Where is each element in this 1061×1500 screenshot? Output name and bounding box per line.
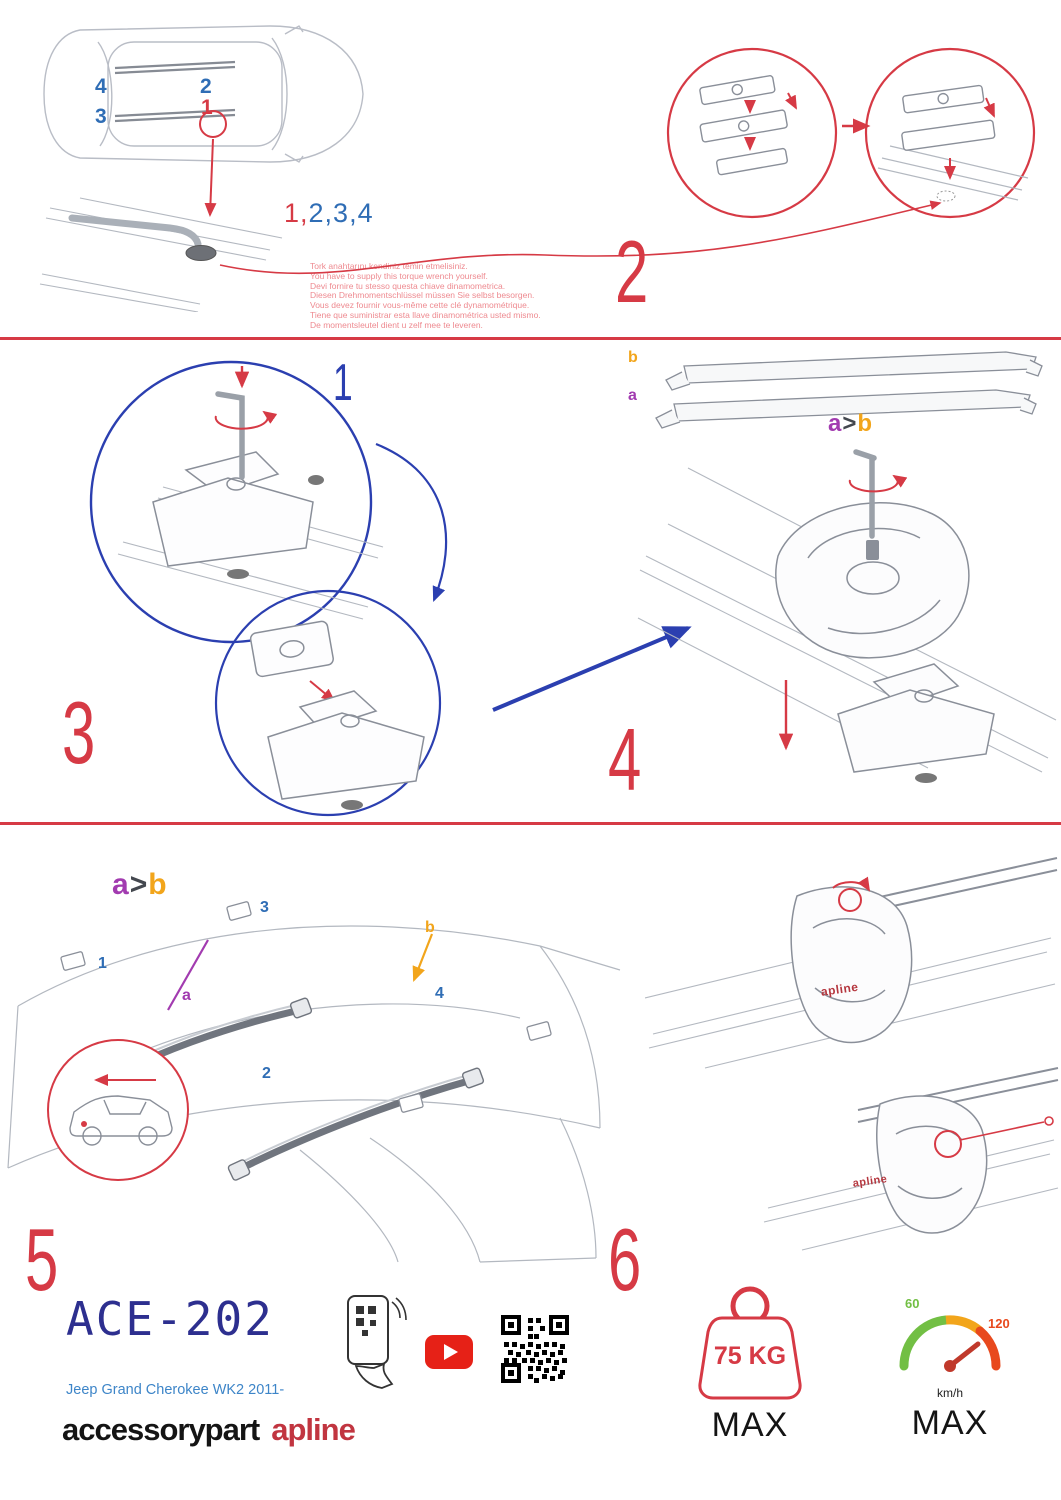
- torque-note-line: De momentsleutel dient u zelf mee te lev…: [310, 319, 483, 330]
- roof-position-label-2: 2: [262, 1065, 271, 1082]
- order-a: a: [828, 410, 843, 437]
- bracket-on-roof: [901, 84, 996, 151]
- roof-position-label-4: 4: [435, 985, 444, 1002]
- order-gt: >: [129, 868, 149, 901]
- roof-position-label-1: 1: [98, 955, 107, 972]
- crossbar-profiles: [655, 351, 1043, 429]
- car-roof-outline: [7, 925, 621, 1263]
- torque-note-line: Tiene que suministrar esta llave dinamom…: [310, 309, 541, 320]
- speed-unit-label: km/h: [936, 1386, 963, 1400]
- roof-label-b: b: [425, 919, 435, 936]
- lock-plate: [249, 620, 334, 678]
- bolt-callout-circle: [934, 1130, 962, 1158]
- pointer-arrow: [204, 138, 217, 217]
- roof-position-label-3: 3: [260, 899, 269, 916]
- step-number-4: 4: [608, 710, 642, 809]
- car-direction-inset: [47, 1039, 189, 1181]
- tighten-indicator: [832, 876, 871, 912]
- brand-logo: accessorypart apline: [62, 1412, 356, 1448]
- mount-order-hint: a>b: [828, 410, 873, 438]
- speed-limit-icon: [899, 1315, 1001, 1372]
- position-1-highlight-circle: [199, 110, 227, 138]
- crossbar-rear: [234, 1073, 476, 1174]
- youtube-icon: [425, 1335, 473, 1369]
- loose-clamp-pieces: [60, 901, 552, 1113]
- car-top-view-illustration: [39, 25, 364, 312]
- foot-pad: [915, 773, 937, 783]
- assembly-arrows: [744, 92, 797, 151]
- order-gt: >: [842, 410, 858, 437]
- foot-body: [876, 1095, 988, 1234]
- order-b: b: [148, 868, 168, 901]
- clamp-bracket: [837, 663, 995, 773]
- sequence-rest: 2,3,4: [308, 198, 374, 228]
- brand-apline: apline: [271, 1412, 356, 1447]
- step-number-5: 5: [25, 1210, 59, 1309]
- step-number-2: 2: [615, 222, 649, 321]
- clamp-bracket: [152, 451, 314, 567]
- car-position-label-1: 1: [201, 96, 213, 119]
- car-position-label-3: 3: [95, 105, 107, 128]
- mount-hole-marker: [936, 190, 956, 202]
- foot-pad: [227, 569, 249, 579]
- foot-body: [790, 886, 913, 1044]
- weight-limit-icon: [698, 1286, 802, 1400]
- mount-order-hint-bottom: a>b: [112, 868, 168, 902]
- rotate-arrow: [214, 410, 278, 430]
- brand-accessorypart: accessorypart: [62, 1412, 260, 1447]
- allen-key-icon: [215, 391, 245, 480]
- speed-high-tick: 120: [988, 1316, 1010, 1331]
- section-divider: [0, 337, 1061, 340]
- product-code: ACE-202: [66, 1292, 274, 1346]
- bar-label-a: a: [628, 387, 637, 404]
- qr-code: [500, 1314, 570, 1384]
- car-position-label-2: 2: [200, 75, 212, 98]
- speed-max-label: MAX: [911, 1404, 989, 1442]
- blue-connector-arrows: [375, 442, 692, 712]
- foot-detail-top: [645, 857, 1058, 1069]
- pointer-a: [167, 939, 209, 1011]
- section-divider: [0, 822, 1061, 825]
- pointer-b: [412, 933, 434, 983]
- bracket-stack: [699, 75, 788, 176]
- torque-note-line: Diesen Drehmomentschlüssel müssen Sie se…: [310, 290, 535, 301]
- torque-note-line: Devi fornire tu stesso questa chiave din…: [310, 280, 506, 291]
- speed-low-tick: 60: [905, 1296, 920, 1311]
- weight-max-label: MAX: [711, 1406, 789, 1444]
- foot-pad: [341, 800, 363, 810]
- step-number-6: 6: [608, 1210, 642, 1309]
- sequence-first: 1,: [284, 198, 309, 228]
- vehicle-compatibility: Jeep Grand Cherokee WK2 2011-: [66, 1382, 285, 1398]
- torque-note-line: Vous devez fournir vous-même cette clé d…: [310, 300, 530, 311]
- clamp-bracket: [267, 690, 425, 800]
- step1-detail-circle: [89, 360, 384, 644]
- roof-overview-illustration: [7, 901, 621, 1263]
- bar-label-b: b: [628, 349, 638, 366]
- torque-note-line: You have to supply this torque wrench yo…: [310, 270, 488, 281]
- roof-bolt: [308, 475, 324, 485]
- roof-label-a: a: [182, 987, 191, 1004]
- step4-foot-illustration: [637, 449, 1057, 783]
- step3-detail-circle: [214, 589, 442, 817]
- torque-wrench-icon: [68, 214, 217, 261]
- small-car-side: [69, 1095, 173, 1146]
- mount-sequence-text: 1,2,3,4: [284, 198, 374, 229]
- order-b: b: [857, 410, 874, 437]
- step2-detail-circles: [666, 47, 1036, 219]
- step-number-1: 1: [333, 354, 353, 412]
- bolt: [866, 540, 879, 560]
- connector-curve: [219, 200, 942, 275]
- roof-lines: [877, 145, 1029, 201]
- rotate-arrow: [848, 474, 908, 493]
- weight-value: 75 KG: [713, 1342, 787, 1370]
- step-number-3: 3: [62, 683, 96, 782]
- phone-scan-icon: [347, 1295, 407, 1389]
- car-position-label-4: 4: [95, 75, 107, 98]
- foot-detail-bottom: [763, 1067, 1059, 1251]
- order-a: a: [112, 868, 130, 901]
- car-outline: [43, 25, 364, 163]
- foot-body: [775, 501, 970, 659]
